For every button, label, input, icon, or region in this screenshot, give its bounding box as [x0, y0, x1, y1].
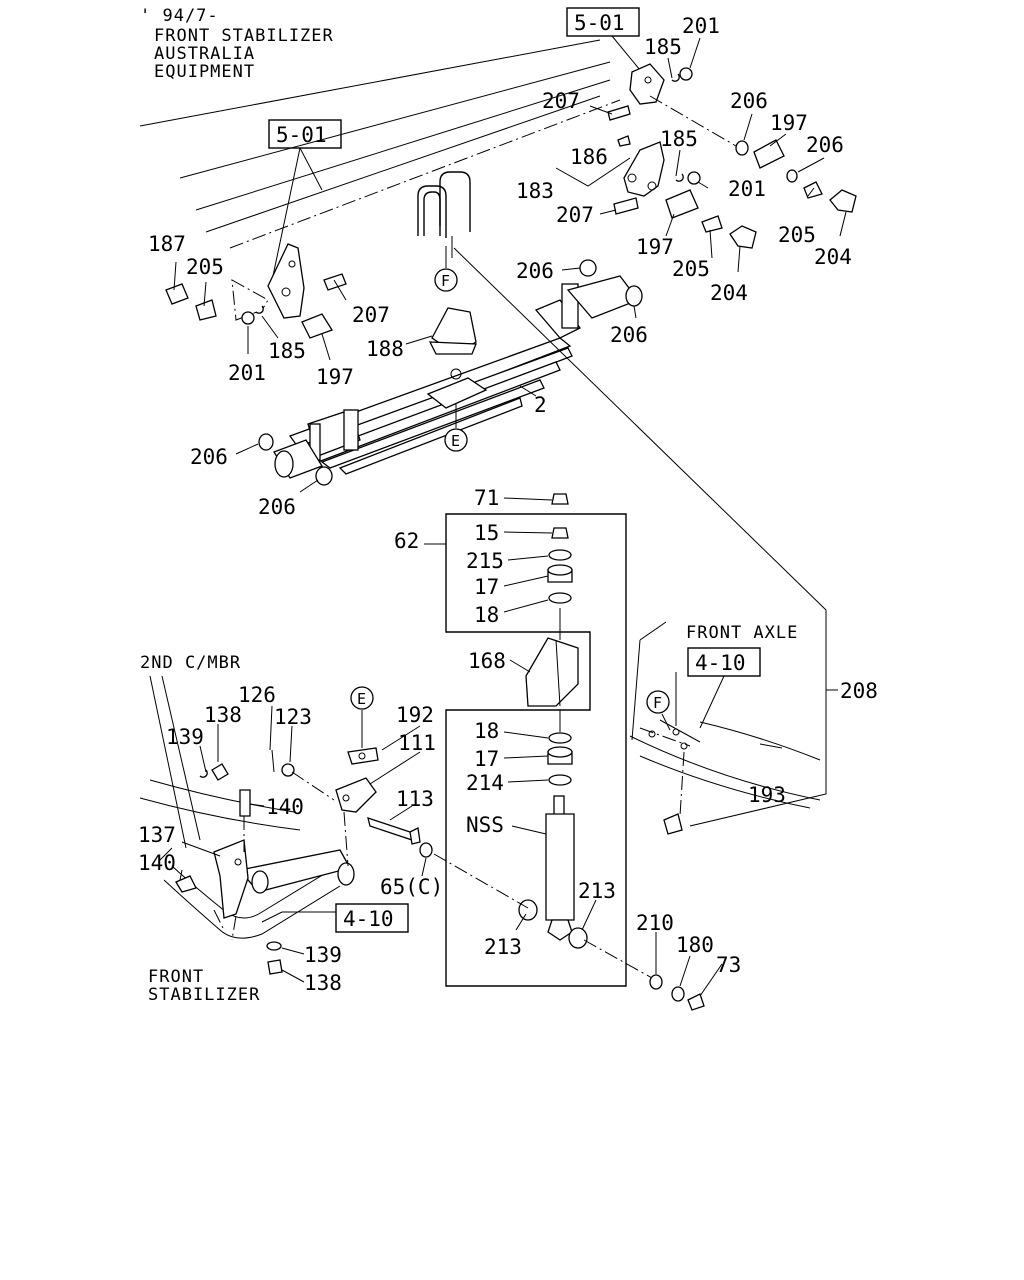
shackle-assembly [613, 135, 757, 249]
note-line-2: FRONT STABILIZER [154, 26, 334, 46]
callout-186: 186 [570, 145, 608, 169]
callout-185: 185 [644, 35, 682, 59]
leader-lines [173, 37, 847, 997]
callout-183: 183 [516, 179, 554, 203]
callout-2: 2 [534, 393, 547, 417]
callout-210: 210 [636, 911, 674, 935]
ref-box-4-10-axle[interactable]: 4-10 [687, 647, 761, 729]
callout-206: 206 [258, 495, 296, 519]
ref-label: 4-10 [343, 907, 394, 931]
callout-137: 137 [138, 823, 176, 847]
front-stabilizer-note-2: STABILIZER [148, 985, 260, 1005]
callout-17: 17 [474, 575, 499, 599]
marker-f-upper: F [434, 246, 458, 292]
callout-192: 192 [396, 703, 434, 727]
callout-213: 213 [578, 879, 616, 903]
callout-140: 140 [138, 851, 176, 875]
callout-15: 15 [474, 521, 499, 545]
callout-208: 208 [840, 679, 878, 703]
front-axle-note: FRONT AXLE [686, 623, 798, 643]
callout-65c: 65(C) [380, 875, 443, 899]
callout-197: 197 [316, 365, 354, 389]
header-note: ' 94/7- FRONT STABILIZER AUSTRALIA EQUIP… [140, 6, 334, 82]
front-hanger-bracket [607, 63, 857, 213]
callout-207: 207 [542, 89, 580, 113]
callout-197: 197 [636, 235, 674, 259]
callout-205: 205 [778, 223, 816, 247]
callout-206: 206 [516, 259, 554, 283]
note-line-4: EQUIPMENT [154, 62, 255, 82]
shock-group [433, 493, 705, 1011]
callout-197: 197 [770, 111, 808, 135]
callout-206: 206 [190, 445, 228, 469]
callout-18: 18 [474, 719, 499, 743]
ref-label: 5-01 [276, 123, 327, 147]
callout-168: 168 [468, 649, 506, 673]
svg-text:E: E [357, 690, 366, 708]
callout-206: 206 [730, 89, 768, 113]
leaf-spring [258, 259, 643, 486]
svg-text:F: F [653, 694, 662, 712]
callout-188: 188 [366, 337, 404, 361]
callout-205: 205 [672, 257, 710, 281]
ref-label: 4-10 [695, 651, 746, 675]
stabilizer [139, 675, 433, 975]
callout-139: 139 [304, 943, 342, 967]
marker-e-upper: E [444, 404, 468, 452]
callout-185: 185 [268, 339, 306, 363]
u-bolts [417, 171, 471, 258]
ref-box-5-01-top[interactable]: 5-01 [566, 7, 641, 71]
callout-123: 123 [274, 705, 312, 729]
callout-139: 139 [166, 725, 204, 749]
note-line-1: ' 94/7- [140, 6, 219, 26]
callout-204: 204 [710, 281, 748, 305]
marker-e-lower: E [350, 686, 374, 748]
callout-206: 206 [610, 323, 648, 347]
callout-62: 62 [394, 529, 419, 553]
callout-113: 113 [396, 787, 434, 811]
callout-185: 185 [660, 127, 698, 151]
callout-213: 213 [484, 935, 522, 959]
note-line-3: AUSTRALIA [154, 44, 255, 64]
callout-193: 193 [748, 783, 786, 807]
callout-18: 18 [474, 603, 499, 627]
callout-140: 140 [266, 795, 304, 819]
callout-17: 17 [474, 747, 499, 771]
svg-text:E: E [451, 432, 460, 450]
callout-187: 187 [148, 232, 186, 256]
marker-f-lower: F [646, 690, 671, 731]
callout-73: 73 [716, 953, 741, 977]
callout-138: 138 [304, 971, 342, 995]
front-stabilizer-note-1: FRONT [148, 967, 204, 987]
callout-180: 180 [676, 933, 714, 957]
ref-box-4-10-stab[interactable]: 4-10 [261, 903, 409, 933]
callout-111: 111 [398, 731, 436, 755]
frame-rail [139, 39, 621, 249]
callout-201: 201 [682, 14, 720, 38]
callout-201: 201 [728, 177, 766, 201]
callout-215: 215 [466, 549, 504, 573]
front-axle [453, 247, 838, 835]
callout-214: 214 [466, 771, 504, 795]
callout-201: 201 [228, 361, 266, 385]
front-hanger-left [165, 243, 347, 339]
second-crossmember-note: 2ND C/MBR [140, 653, 241, 673]
callout-207: 207 [556, 203, 594, 227]
ref-label: 5-01 [574, 11, 625, 35]
callout-labels: 201 185 207 206 197 206 185 186 183 201 … [138, 14, 878, 995]
ref-box-5-01-left[interactable]: 5-01 [268, 119, 342, 291]
callout-126: 126 [238, 683, 276, 707]
callout-138: 138 [204, 703, 242, 727]
callout-206: 206 [806, 133, 844, 157]
callout-207: 207 [352, 303, 390, 327]
callout-nss: NSS [466, 813, 504, 837]
callout-204: 204 [814, 245, 852, 269]
callout-71: 71 [474, 486, 499, 510]
callout-205: 205 [186, 255, 224, 279]
svg-text:F: F [441, 272, 450, 290]
